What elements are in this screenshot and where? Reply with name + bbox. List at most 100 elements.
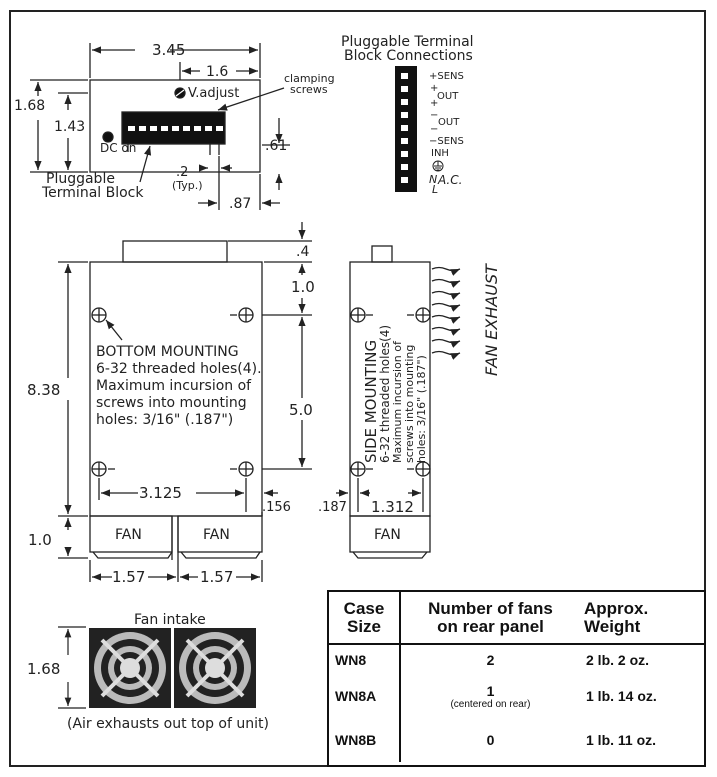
side-mounting-hole: [350, 461, 373, 477]
header-weight-line-1: Approx.: [584, 598, 649, 618]
dim-fan-1-0: 1.0: [28, 531, 52, 549]
terminal-block-protrusion: [122, 240, 228, 263]
screws-label: screws: [290, 83, 328, 96]
dim-0-87: .87: [229, 196, 251, 212]
dim-0-2: .2: [176, 165, 188, 180]
conn-out-2: OUT: [438, 117, 460, 128]
conn-inh: INH: [431, 148, 449, 159]
dim-0-4: .4: [296, 244, 309, 260]
bottom-mounting-line-1: BOTTOM MOUNTING: [96, 344, 239, 360]
side-mounting-line-3: Maximum incursion of: [391, 340, 404, 463]
row-fans-note: (centered on rear): [450, 698, 531, 710]
dim-3-125: 3.125: [139, 484, 182, 502]
bottom-mounting-hole: [91, 461, 115, 477]
side-mounting-line-1: SIDE MOUNTING: [362, 340, 380, 463]
row-fans-cell: 1 (centered on rear): [400, 674, 580, 718]
row-case: WN8B: [329, 718, 401, 762]
table-row: WN8 2 2 lb. 2 oz.: [329, 644, 704, 674]
row-fans: 2: [486, 651, 495, 668]
dim-1-0-top: 1.0: [291, 278, 315, 296]
top-view: [30, 43, 290, 210]
conn-ac: A.C.: [437, 173, 462, 187]
side-mounting-hole: [350, 307, 373, 323]
header-case-line-2: Size: [346, 616, 382, 636]
fan-label-1: FAN: [115, 527, 142, 543]
dim-1-68: 1.68: [14, 98, 45, 114]
dim-0-156: .156: [262, 500, 291, 515]
dim-3-45: 3.45: [152, 41, 185, 59]
fan-intake-caption: (Air exhausts out top of unit): [67, 716, 269, 732]
bottom-mounting-line-4: screws into mounting: [96, 395, 247, 411]
side-view-protrusion: [371, 245, 393, 263]
conn-plus-1: +: [430, 83, 438, 94]
bottom-view: [58, 222, 461, 582]
side-mounting-line-5: holes: 3/16" (.187"): [415, 355, 428, 463]
ptb-label-2: Terminal Block: [41, 185, 144, 201]
side-mounting-line-2: 6-32 threaded holes(4): [378, 325, 392, 463]
fan-grille-icon: [89, 628, 171, 708]
dim-5-0: 5.0: [289, 401, 313, 419]
table-row: WN8B 0 1 lb. 11 oz.: [329, 718, 704, 762]
vadjust-label: V.adjust: [188, 86, 239, 101]
clamping-label: clamping: [284, 72, 335, 85]
side-mounting-line-4: screws into mounting: [403, 345, 416, 463]
header-case-line-1: Case: [343, 598, 385, 618]
bottom-mounting-hole: [230, 307, 254, 323]
dim-1-57-a: 1.57: [112, 568, 145, 586]
fan-intake-dim: 1.68: [27, 660, 60, 678]
fan-label-2: FAN: [203, 527, 230, 543]
dim-1-43: 1.43: [54, 119, 85, 135]
dim-1-6: 1.6: [206, 64, 228, 80]
ground-icon: [432, 160, 444, 172]
terminal-connections: Pluggable Terminal Block Connections +SE…: [341, 34, 474, 196]
conn-sens-plus: +SENS: [429, 71, 464, 82]
header-fans-line-1: Number of fans: [428, 598, 553, 618]
fan-exhaust-arrows: [431, 266, 461, 360]
bottom-view-labels: .4 1.0 5.0 8.38 1.0 3.125 .156 .187 1.31…: [27, 244, 501, 586]
header-case-size: Case Size: [329, 592, 401, 645]
bottom-mounting-hole: [91, 307, 107, 323]
dc-on-led: [102, 131, 114, 143]
dim-typ: (Typ.): [172, 179, 203, 192]
header-weight-line-2: Weight: [584, 616, 641, 636]
top-view-case: [89, 79, 261, 173]
row-weight: 2 lb. 2 oz.: [586, 651, 650, 668]
header-fans-line-2: on rear panel: [437, 616, 544, 636]
dc-on-label: DC on: [100, 141, 136, 155]
bottom-mounting-line-5: holes: 3/16" (.187"): [96, 412, 233, 428]
row-case: WN8A: [329, 674, 401, 718]
header-weight: Approx. Weight: [580, 592, 704, 645]
side-mounting-hole: [407, 307, 431, 323]
conn-minus-2: −: [430, 124, 438, 135]
dim-1-57-b: 1.57: [200, 568, 233, 586]
bottom-mounting-hole: [230, 461, 254, 477]
conn-sens-minus: −SENS: [429, 136, 464, 147]
bottom-mounting-line-2: 6-32 threaded holes(4).: [96, 361, 262, 377]
side-mounting-hole: [407, 461, 431, 477]
top-view-labels: 3.45 1.6 1.68 1.43 .61 .2 (Typ.) .87 V.a…: [14, 41, 335, 212]
conn-minus-1: −: [430, 110, 438, 121]
row-weight: 1 lb. 11 oz.: [586, 732, 657, 748]
table-row: WN8A 1 (centered on rear) 1 lb. 14 oz.: [329, 674, 704, 718]
row-fans: 1: [486, 682, 495, 699]
fan-grille-icon: [174, 628, 256, 708]
case-spec-table: Case Size Number of fans on rear panel A…: [327, 590, 706, 767]
row-case: WN8: [329, 644, 401, 674]
conn-n: N: [429, 173, 437, 186]
dim-1-312: 1.312: [371, 498, 414, 516]
dim-0-187: .187: [318, 500, 347, 515]
row-fans: 0: [486, 732, 495, 748]
conn-l: L: [432, 183, 438, 196]
conn-plus-2: +: [430, 98, 438, 109]
conn-out-1: OUT: [437, 91, 459, 102]
dim-0-61: .61: [265, 138, 287, 154]
fan-intake-title: Fan intake: [134, 612, 206, 628]
side-fan-housing: [349, 515, 431, 553]
fan-exhaust-label: FAN EXHAUST: [482, 263, 501, 376]
row-weight: 1 lb. 14 oz.: [586, 688, 657, 704]
header-fan-count: Number of fans on rear panel: [400, 592, 580, 645]
connections-title-1: Pluggable Terminal: [341, 34, 474, 50]
bottom-mounting-line-3: Maximum incursion of: [96, 378, 252, 394]
ptb-label-1: Pluggable: [46, 171, 115, 187]
